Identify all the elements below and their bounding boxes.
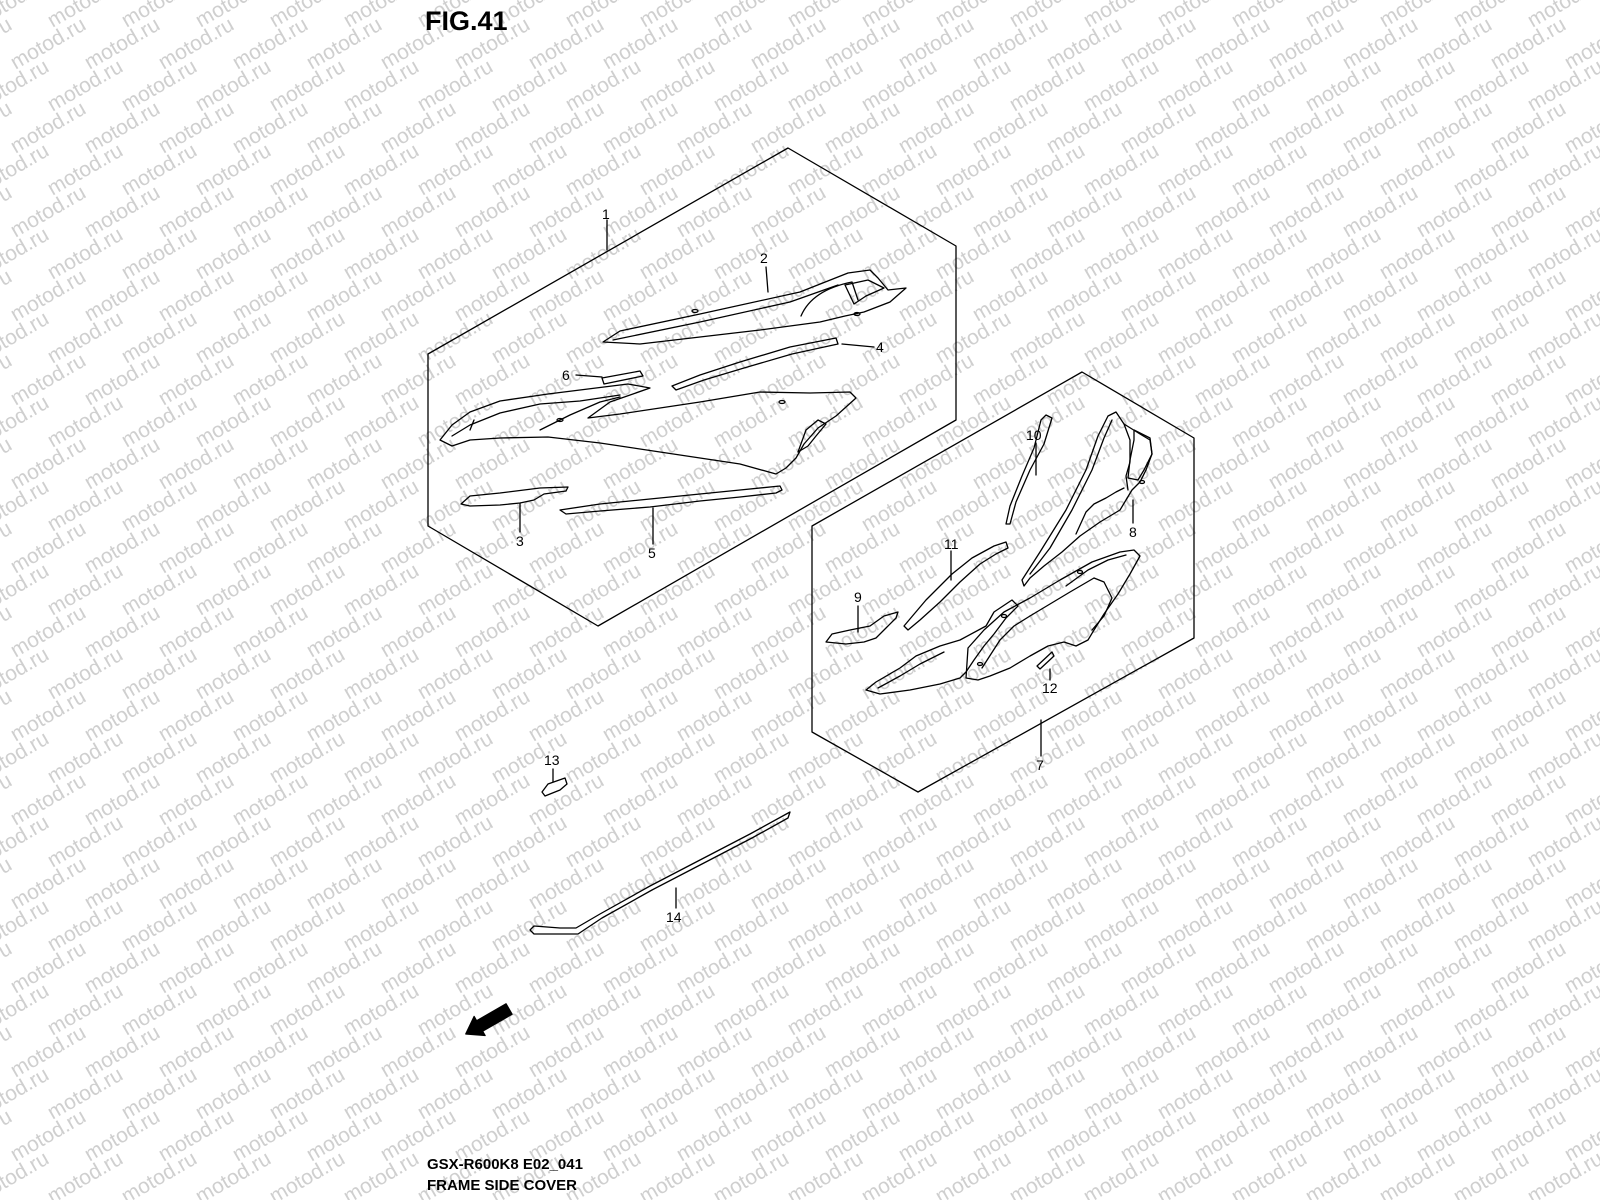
part-9-trim [825, 611, 899, 645]
fwd-label: FWD [482, 1009, 507, 1030]
part-13-clip [541, 777, 568, 797]
callout-13: 13 [544, 752, 560, 768]
part-8-upper-cover [1021, 411, 1153, 587]
assembly-1-frame [427, 147, 957, 627]
part-6-emblem [601, 370, 644, 385]
callouts: 1 2 4 6 3 5 10 8 11 9 12 7 13 14 [516, 206, 1137, 925]
leader-lines [519, 219, 1134, 909]
figure-model-code: GSX-R600K8 E02_041 [427, 1156, 583, 1173]
figure-title: FIG.41 [425, 6, 508, 36]
callout-10: 10 [1026, 427, 1042, 443]
figure-name: FRAME SIDE COVER [427, 1177, 578, 1194]
callout-8: 8 [1129, 524, 1137, 540]
part-12-small-strip [1036, 651, 1055, 670]
assembly-7-front-piece [865, 599, 1019, 695]
callout-2: 2 [760, 250, 768, 266]
callout-11: 11 [944, 536, 959, 552]
callout-1: 1 [602, 206, 610, 222]
part-3-lower-trim [460, 486, 569, 507]
callout-9: 9 [854, 589, 862, 605]
part-11-strip [903, 541, 1009, 631]
part-5-lower-stripe [559, 485, 783, 515]
part-2-upper-trim [602, 269, 907, 345]
assembly-1-main-cover [439, 383, 857, 475]
assembly-7-main-cover [965, 549, 1141, 681]
callout-7: 7 [1036, 757, 1044, 773]
assembly-7-frame [811, 371, 1195, 793]
callout-5: 5 [648, 545, 656, 561]
part-14-long-trim [529, 811, 791, 935]
part-10-side-strip [1005, 414, 1053, 525]
callout-12: 12 [1042, 680, 1058, 696]
callout-14: 14 [666, 909, 682, 925]
callout-3: 3 [516, 533, 524, 549]
callout-6: 6 [562, 367, 570, 383]
fwd-arrow-icon: FWD [465, 1003, 513, 1037]
callout-4: 4 [876, 339, 884, 355]
part-4-stripe [671, 337, 839, 391]
